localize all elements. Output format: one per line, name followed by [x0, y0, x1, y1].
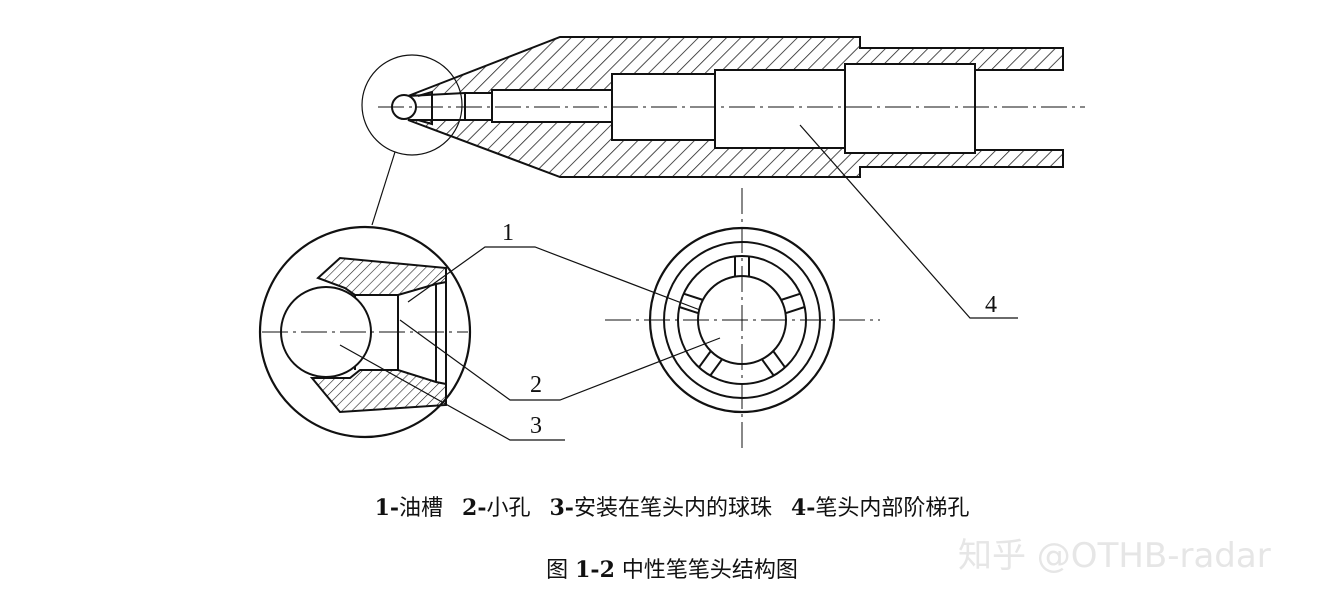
caption-text: 中性笔笔头结构图 [614, 558, 798, 583]
legend-text-4: 笔头内部阶梯孔 [815, 496, 970, 521]
label-4: 4 [985, 292, 997, 318]
label-1: 1 [502, 220, 514, 246]
figure-caption: 图 1-2 中性笔笔头结构图 [0, 552, 1344, 584]
caption-number: 1-2 [575, 557, 615, 583]
label-3: 3 [530, 413, 542, 439]
legend-text-3: 安装在笔头内的球珠 [573, 496, 772, 521]
legend-text-1: 油槽 [399, 496, 444, 521]
detail-circle [361, 54, 463, 156]
upper-wall-hatch [407, 36, 1064, 97]
legend-num-4: 4- [790, 495, 816, 521]
watermark: 知乎 @OTHB-radar [958, 536, 1271, 576]
end-view [605, 188, 880, 452]
legend-num-2: 2- [462, 495, 487, 521]
legend-text-2: 小孔 [486, 496, 531, 521]
legend-num-3: 3- [549, 495, 574, 521]
pen-tip-drawing: 4 [258, 36, 1085, 452]
legend-num-1: 1- [374, 495, 400, 521]
enlarged-detail-view [258, 225, 472, 439]
lower-wall-hatch [407, 119, 1064, 178]
label-2: 2 [530, 372, 542, 398]
pen-tip-section-view [361, 36, 1085, 226]
caption-prefix: 图 [546, 558, 576, 583]
legend: 1-油槽 2-小孔 3-安装在笔头内的球珠 4-笔头内部阶梯孔 [0, 490, 1344, 522]
